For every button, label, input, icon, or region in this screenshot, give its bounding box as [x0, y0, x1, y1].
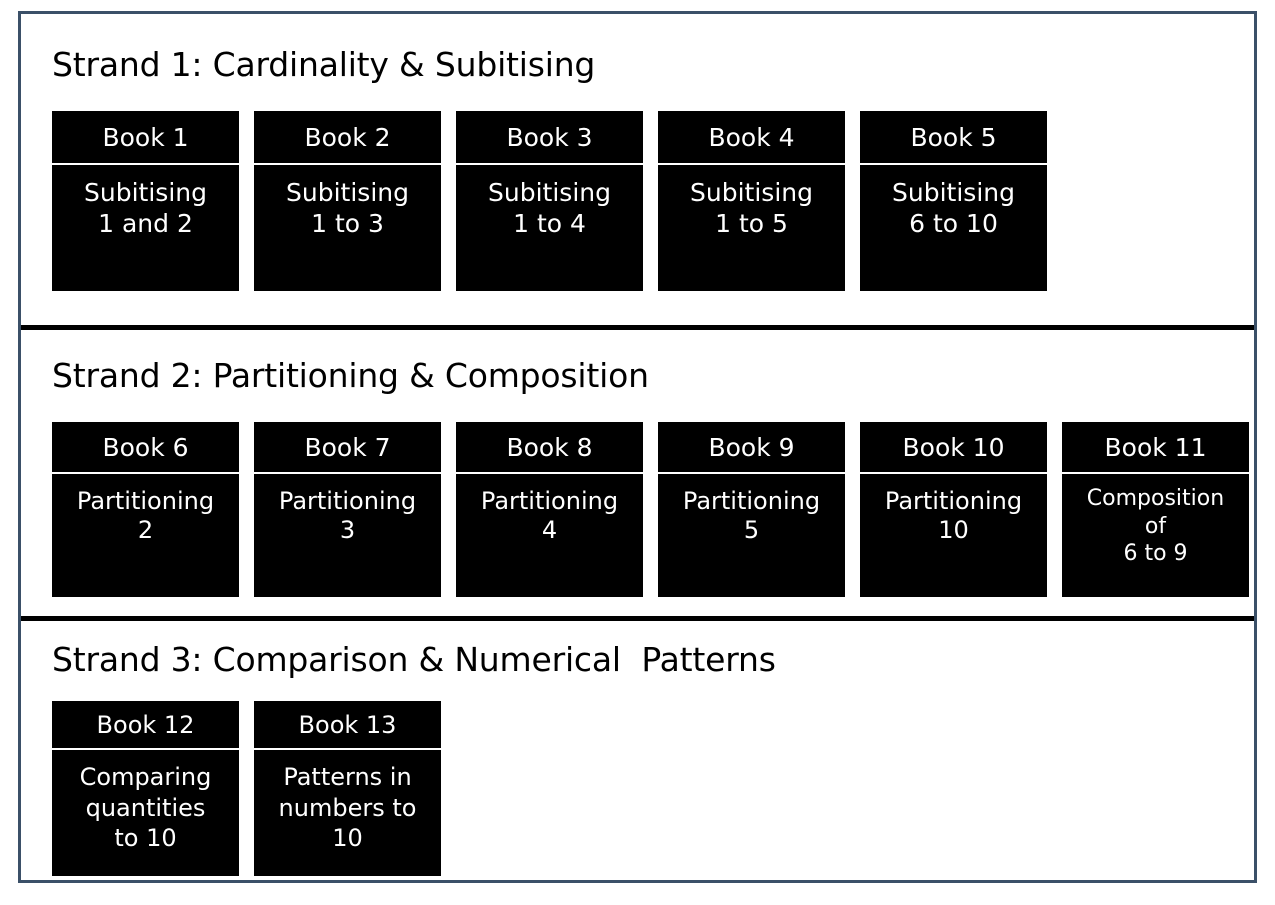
book-card-body: Subitising 1 to 5: [690, 178, 813, 238]
book-card-body: Patterns in numbers to 10: [278, 763, 417, 853]
book-card-body: Partitioning 4: [480, 487, 619, 545]
book-card[interactable]: Book 2 Subitising 1 to 3: [254, 111, 441, 291]
book-card[interactable]: Book 4 Subitising 1 to 5: [658, 111, 845, 291]
book-card-body: Subitising 1 to 4: [488, 178, 611, 238]
book-card[interactable]: Book 12 Comparing quantities to 10: [52, 701, 239, 876]
book-card-body: Comparing quantities to 10: [79, 763, 212, 853]
book-card-header: Book 4: [658, 111, 845, 165]
book-card[interactable]: Book 10 Partitioning 10: [860, 422, 1047, 597]
book-card-header: Book 2: [254, 111, 441, 165]
book-card-header: Book 7: [254, 422, 441, 474]
book-card-list-1: Book 1 Subitising 1 and 2 Book 2 Subitis…: [52, 111, 1047, 291]
book-card-header: Book 9: [658, 422, 845, 474]
book-card-header: Book 12: [52, 701, 239, 750]
book-card-header: Book 6: [52, 422, 239, 474]
book-card-header: Book 10: [860, 422, 1047, 474]
strand-title-1: Strand 1: Cardinality & Subitising: [52, 45, 596, 84]
book-card[interactable]: Book 5 Subitising 6 to 10: [860, 111, 1047, 291]
strand-map-frame: Strand 1: Cardinality & Subitising Book …: [18, 11, 1257, 883]
strand-title-2: Strand 2: Partitioning & Composition: [52, 356, 649, 395]
strand-title-3: Strand 3: Comparison & Numerical Pattern…: [52, 640, 776, 679]
book-card-header: Book 5: [860, 111, 1047, 165]
book-card[interactable]: Book 3 Subitising 1 to 4: [456, 111, 643, 291]
book-card-header: Book 3: [456, 111, 643, 165]
book-card-header: Book 11: [1062, 422, 1249, 474]
book-card-body: Subitising 1 to 3: [286, 178, 409, 238]
book-card-body: Partitioning 2: [76, 487, 215, 545]
book-card-body: Composition of 6 to 9: [1086, 486, 1225, 567]
strand-section-2: Strand 2: Partitioning & Composition Boo…: [21, 325, 1254, 616]
book-card-header: Book 8: [456, 422, 643, 474]
book-card-body: Partitioning 10: [884, 487, 1023, 545]
book-card-header: Book 13: [254, 701, 441, 750]
book-card-list-2: Book 6 Partitioning 2 Book 7 Partitionin…: [52, 422, 1249, 597]
strand-section-3: Strand 3: Comparison & Numerical Pattern…: [21, 616, 1254, 881]
book-card-header: Book 1: [52, 111, 239, 165]
strand-section-1: Strand 1: Cardinality & Subitising Book …: [21, 14, 1254, 325]
book-card-list-3: Book 12 Comparing quantities to 10 Book …: [52, 701, 441, 876]
book-card-body: Partitioning 5: [682, 487, 821, 545]
book-card-body: Subitising 6 to 10: [892, 178, 1015, 238]
book-card-body: Subitising 1 and 2: [84, 178, 207, 238]
book-card[interactable]: Book 13 Patterns in numbers to 10: [254, 701, 441, 876]
book-card[interactable]: Book 6 Partitioning 2: [52, 422, 239, 597]
book-card[interactable]: Book 1 Subitising 1 and 2: [52, 111, 239, 291]
book-card-body: Partitioning 3: [278, 487, 417, 545]
book-card[interactable]: Book 8 Partitioning 4: [456, 422, 643, 597]
book-card[interactable]: Book 11 Composition of 6 to 9: [1062, 422, 1249, 597]
book-card[interactable]: Book 7 Partitioning 3: [254, 422, 441, 597]
book-card[interactable]: Book 9 Partitioning 5: [658, 422, 845, 597]
